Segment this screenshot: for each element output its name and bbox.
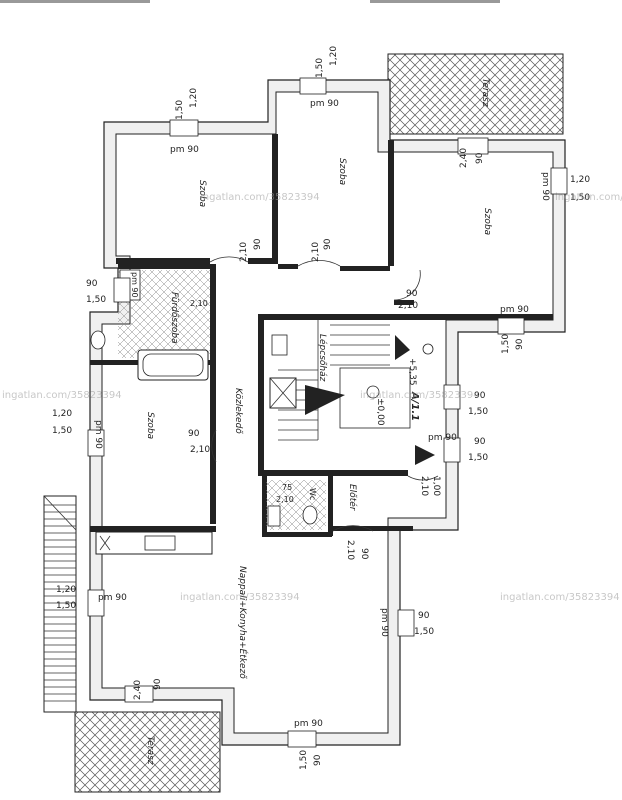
room-furdoszoba: Fürdőszoba xyxy=(169,292,179,344)
terrace-bottom xyxy=(74,711,221,793)
room-labels: Szoba Szoba Szoba Szoba Terasz Terasz Fü… xyxy=(145,78,492,765)
dim-90-eloter: 90 xyxy=(359,548,369,560)
dim-150-stair-win1: 1,50 xyxy=(468,407,488,417)
dim-210-bath: 2,10 xyxy=(190,299,208,308)
dim-150-living-left: 1,50 xyxy=(56,601,76,611)
room-terasz-bottom: Terasz xyxy=(145,736,155,765)
kitchen-counter xyxy=(95,531,213,555)
dim-240-room3: 2,40 xyxy=(459,148,469,168)
watermark-3: ingatlan.com/35823394 xyxy=(360,390,480,401)
room-wc: Wc xyxy=(308,488,317,500)
dim-pm90-room3-bottom: pm 90 xyxy=(500,305,529,315)
watermark-1: ingatlan.com/35823394 xyxy=(200,192,320,203)
dim-pm90-living-left: pm 90 xyxy=(98,593,127,603)
room-terasz-top: Terasz xyxy=(480,78,490,107)
room-nappali: Nappali+Konyha+Étkező xyxy=(237,566,249,679)
dim-90-szoba4-door: 90 xyxy=(188,429,200,439)
level-zero: ±0,00 xyxy=(375,398,385,426)
dim-pm90-stair: pm 90 xyxy=(428,433,457,443)
room-lepcsohaz: Lépcsőház xyxy=(317,334,328,382)
dim-90-living-right: 90 xyxy=(418,611,430,621)
dim-100-stair-door: 1,00 xyxy=(431,476,441,496)
dim-150-living-right: 1,50 xyxy=(414,627,434,637)
dim-150-room1: 1,50 xyxy=(175,100,185,120)
dim-150-stair-win2: 1,50 xyxy=(468,453,488,463)
dim-90-stair-win1: 90 xyxy=(474,391,486,401)
dim-pm90-bath: pm 90 xyxy=(130,272,139,298)
room-eloter: Előtér xyxy=(347,484,358,512)
dim-210-szoba4-door: 2,10 xyxy=(190,445,210,455)
dim-pm90-room1: pm 90 xyxy=(170,145,199,155)
dim-pm90-szoba4: pm 90 xyxy=(93,420,103,449)
level-marks: +5,35 ±0,00 A/1.1 xyxy=(375,358,420,426)
room-kozlekedo: Közlekedő xyxy=(233,388,243,434)
wc-fixtures xyxy=(266,480,326,530)
left-stairs xyxy=(43,495,77,713)
watermark-4: ingatlan.com/35823394 xyxy=(180,592,300,603)
dim-210-door2: 2,10 xyxy=(311,242,321,262)
dim-210-eloter: 2,10 xyxy=(345,540,355,560)
dim-75-wc: 75 xyxy=(282,483,292,492)
dim-90-bottom: 90 xyxy=(313,754,323,766)
dim-150-bath-win: 1,50 xyxy=(86,295,106,305)
dim-90-living-bottom: 90 xyxy=(153,678,163,690)
dim-90-bath-win: 90 xyxy=(86,279,98,289)
dim-pm90-bottom: pm 90 xyxy=(294,719,323,729)
dim-90-room3-bottom: 90 xyxy=(515,338,525,350)
dim-90-stair-win2: 90 xyxy=(474,437,486,447)
terrace-top xyxy=(387,53,564,135)
room-szoba-1: Szoba xyxy=(197,180,207,207)
dimension-labels: pm 90 1,20 1,50 pm 90 1,20 1,50 2,40 90 … xyxy=(52,46,590,770)
level-plus: +5,35 xyxy=(407,358,417,386)
room-szoba-4: Szoba xyxy=(145,412,155,439)
room-szoba-2: Szoba xyxy=(337,158,347,185)
dim-120-room2: 1,20 xyxy=(329,46,339,66)
dim-120-szoba4: 1,20 xyxy=(52,409,72,419)
dim-120-room3-side: 1,20 xyxy=(570,175,590,185)
dim-120-living-left: 1,20 xyxy=(56,585,76,595)
dim-150-room2: 1,50 xyxy=(315,58,325,78)
dim-120-room1: 1,20 xyxy=(189,88,199,108)
dim-90-door3: 90 xyxy=(406,289,418,299)
dim-210-wc: 2,10 xyxy=(276,495,294,504)
room-szoba-3: Szoba xyxy=(482,208,492,235)
dim-150-room3-bottom: 1,50 xyxy=(501,334,511,354)
section-mark: A/1.1 xyxy=(409,391,420,421)
header-fragments xyxy=(0,0,500,3)
dim-210-stair-door: 2,10 xyxy=(419,476,429,496)
watermark-6: ingatlan.com/35823394 xyxy=(555,192,622,203)
staircase xyxy=(264,320,435,470)
dim-150-bottom: 1,50 xyxy=(299,750,309,770)
watermarks: ingatlan.com/35823394 ingatlan.com/35823… xyxy=(2,192,622,603)
dim-210-door1: 2,10 xyxy=(239,242,249,262)
dim-90-room3: 90 xyxy=(475,152,485,164)
dim-pm90-room2: pm 90 xyxy=(310,99,339,109)
windows xyxy=(87,77,568,748)
dim-pm90-room3-side: pm 90 xyxy=(540,172,550,201)
dim-150-room3-side: 1,50 xyxy=(570,193,590,203)
dim-210-door3: 2,10 xyxy=(398,301,418,311)
bath-tub xyxy=(137,349,209,381)
dim-150-szoba4: 1,50 xyxy=(52,426,72,436)
watermark-5: ingatlan.com/35823394 xyxy=(500,592,620,603)
dim-90-door2: 90 xyxy=(323,238,333,250)
toilet xyxy=(90,330,106,350)
dim-90-door1: 90 xyxy=(253,238,263,250)
watermark-2: ingatlan.com/35823394 xyxy=(2,390,122,401)
dim-240-living-bottom: 2,40 xyxy=(133,680,143,700)
dim-pm90-living-right: pm 90 xyxy=(379,608,389,637)
door-swings xyxy=(209,256,439,532)
